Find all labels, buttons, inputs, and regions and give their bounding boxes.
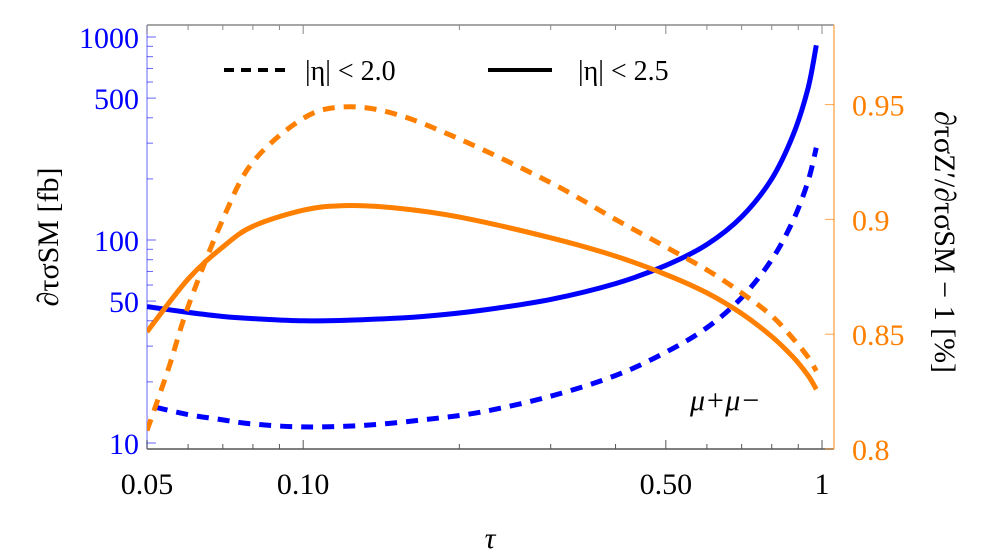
legend-solid-label: |η| < 2.5 xyxy=(578,56,669,87)
channel-annotation: μ+μ− xyxy=(689,384,761,417)
x-tick-label: 1 xyxy=(815,468,830,501)
y-right-tick-label: 0.8 xyxy=(852,434,890,467)
legend: |η| < 2.0 |η| < 2.5 xyxy=(224,56,669,87)
axis-labels: μ+μ− τ ∂τσSM [fb] ∂τσZ′/∂τσSM − 1 [%] xyxy=(32,111,961,550)
y-left-tick-label: 100 xyxy=(94,225,139,258)
y-right-tick-label: 0.9 xyxy=(852,204,890,237)
y-right-tick-label: 0.85 xyxy=(852,319,905,352)
y-left-tick-label: 10 xyxy=(109,428,139,461)
x-axis-label: τ xyxy=(485,522,497,550)
y-left-tick-label: 500 xyxy=(94,83,139,116)
x-tick-label: 0.05 xyxy=(121,468,174,501)
y-left-tick-label: 50 xyxy=(109,286,139,319)
data-curves xyxy=(147,44,819,432)
plot-frame xyxy=(146,24,835,450)
y-left-tick-label: 1000 xyxy=(79,22,139,55)
legend-dashed-label: |η| < 2.0 xyxy=(305,56,396,87)
y-left-axis-label: ∂τσSM [fb] xyxy=(32,168,65,307)
y-right-axis-label: ∂τσZ′/∂τσSM − 1 [%] xyxy=(928,111,961,373)
axis-ticks: 0.05 0.10 0.50 1 10 50 100 500 1000 0.8 0.85 0.9 0.9… xyxy=(79,22,905,501)
ratio-solid-curve xyxy=(147,203,819,391)
sm-cross-section-solid-curve xyxy=(147,44,819,324)
sm-cross-section-dashed-curve xyxy=(155,147,819,430)
ratio-dashed-curve xyxy=(147,104,819,432)
x-tick-label: 0.50 xyxy=(640,468,693,501)
x-tick-label: 0.10 xyxy=(277,468,330,501)
y-right-tick-label: 0.95 xyxy=(852,90,905,123)
